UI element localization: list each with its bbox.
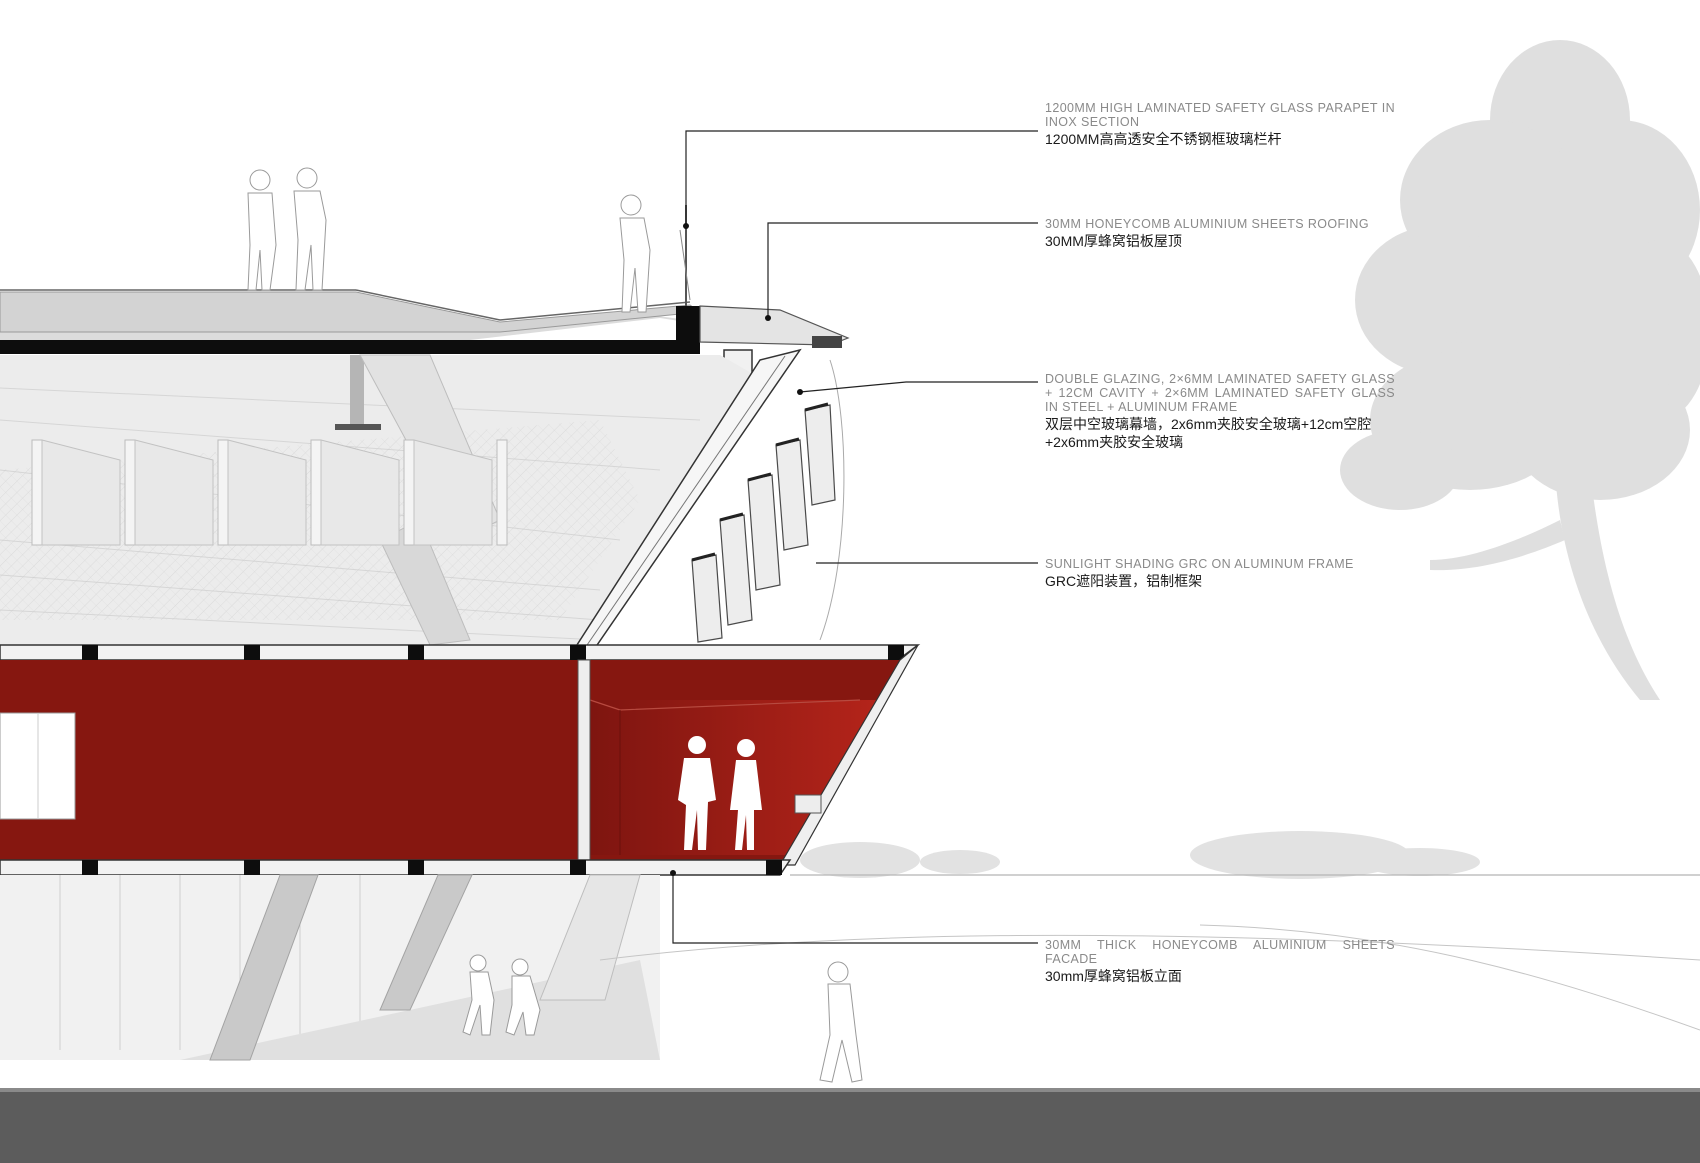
annotation-facade: 30MM THICK HONEYCOMB ALUMINIUM SHEETS FA… bbox=[1045, 938, 1395, 985]
annotation-parapet-en: 1200MM HIGH LAMINATED SAFETY GLASS PARAP… bbox=[1045, 101, 1395, 129]
ground-level bbox=[0, 874, 1700, 1083]
floor-slab bbox=[0, 644, 921, 661]
ground-band bbox=[0, 1092, 1700, 1163]
red-volume bbox=[0, 644, 919, 866]
annotation-glazing-en: DOUBLE GLAZING, 2×6MM LAMINATED SAFETY G… bbox=[1045, 372, 1395, 414]
annotation-facade-zh: 30mm厚蜂窝铝板立面 bbox=[1045, 968, 1182, 984]
annotation-shading-en: SUNLIGHT SHADING GRC ON ALUMINUM FRAME bbox=[1045, 557, 1354, 571]
lower-slab bbox=[0, 831, 1700, 879]
annotation-roofing: 30MM HONEYCOMB ALUMINIUM SHEETS ROOFING … bbox=[1045, 217, 1395, 250]
annotation-roofing-zh: 30MM厚蜂窝铝板屋顶 bbox=[1045, 233, 1182, 249]
roof-people bbox=[247, 167, 651, 313]
upper-hall bbox=[0, 354, 760, 646]
annotation-roofing-en: 30MM HONEYCOMB ALUMINIUM SHEETS ROOFING bbox=[1045, 217, 1369, 231]
annotation-glazing: DOUBLE GLAZING, 2×6MM LAMINATED SAFETY G… bbox=[1045, 372, 1395, 451]
roof-deck bbox=[0, 289, 850, 401]
annotation-parapet-zh: 1200MM高高透安全不锈钢框玻璃栏杆 bbox=[1045, 131, 1282, 147]
annotation-shading-zh: GRC遮阳装置，铝制框架 bbox=[1045, 573, 1203, 589]
annotation-shading: SUNLIGHT SHADING GRC ON ALUMINUM FRAME G… bbox=[1045, 557, 1395, 590]
annotation-glazing-zh: 双层中空玻璃幕墙，2x6mm夹胶安全玻璃+12cm空腔+2x6mm夹胶安全玻璃 bbox=[1045, 416, 1372, 450]
leader-lines bbox=[672, 130, 1038, 944]
annotation-facade-en: 30MM THICK HONEYCOMB ALUMINIUM SHEETS FA… bbox=[1045, 938, 1395, 966]
inclined-glazing bbox=[573, 348, 845, 649]
annotation-parapet: 1200MM HIGH LAMINATED SAFETY GLASS PARAP… bbox=[1045, 101, 1395, 148]
tree-silhouette bbox=[1340, 40, 1700, 700]
